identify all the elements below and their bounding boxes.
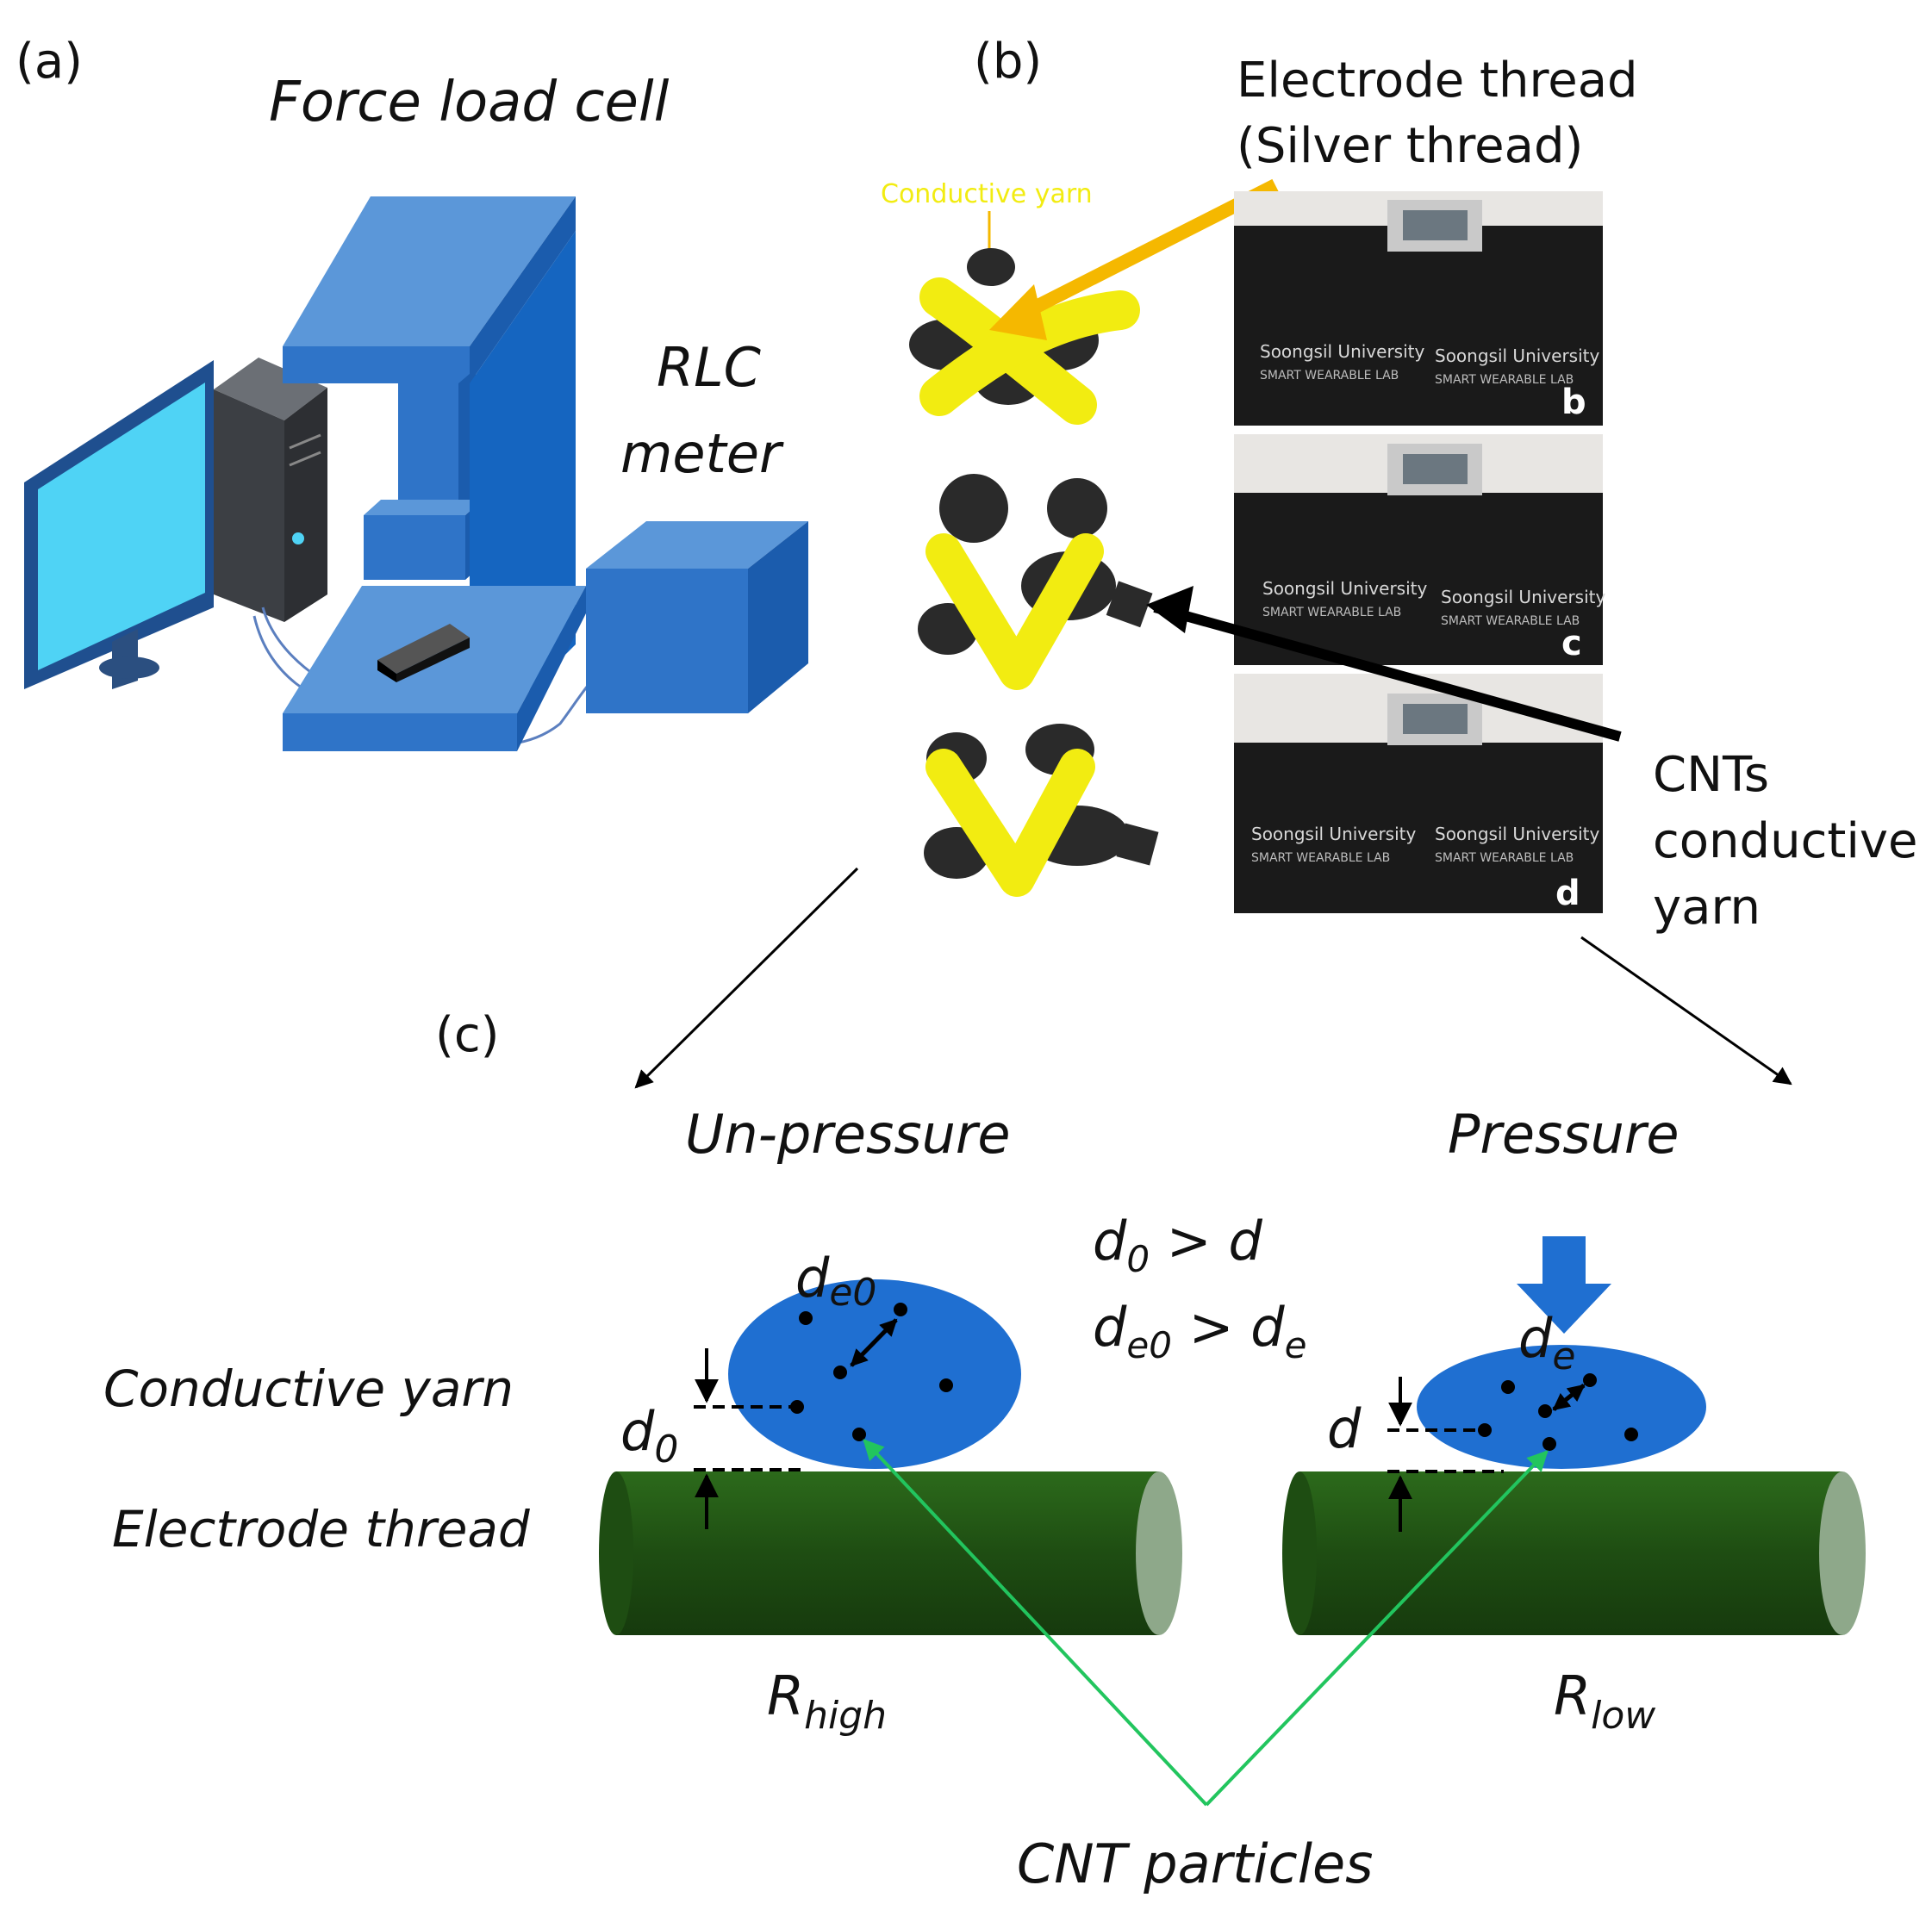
- yarn-structures: Electrode thread (Silver thread) Conduct…: [881, 53, 1638, 897]
- cnt-particle: [1583, 1373, 1597, 1387]
- d0-gap-indicator: [694, 1348, 801, 1529]
- cnt-particles-label: CNT particles: [1017, 1832, 1373, 1895]
- sample-photo: Soongsil University SMART WEARABLE LAB S…: [1234, 674, 1603, 913]
- test-setup-illustration: Force load cell RLC meter: [24, 71, 808, 751]
- force-load-cell-label: Force load cell: [269, 71, 670, 134]
- electrode-arrow: [1009, 178, 1279, 326]
- cnt-particle: [833, 1366, 847, 1379]
- r-low-label: Rlow: [1554, 1664, 1656, 1738]
- photo-label-b: b: [1561, 383, 1586, 422]
- silver-thread-label: (Silver thread): [1237, 118, 1583, 174]
- conductive-yarn-uncompressed: [728, 1279, 1021, 1469]
- cnt-particle: [1542, 1437, 1556, 1451]
- de-distance-arrow: [1552, 1384, 1586, 1411]
- yarn-model-v-loose: [918, 474, 1153, 690]
- cnt-label-line3: yarn: [1653, 880, 1761, 936]
- panel-label-c: (c): [435, 1007, 499, 1063]
- sample-photo: Soongsil University SMART WEARABLE LAB S…: [1234, 434, 1605, 665]
- yarn-model-crossed: [909, 248, 1140, 425]
- cnt-particles-arrow-right: [1205, 1450, 1549, 1807]
- relation-d0-gt-d: d0 > d: [1093, 1210, 1262, 1280]
- conductive-yarn-small-label: Conductive yarn: [881, 179, 1093, 209]
- relation-de0-gt-de: de0 > de: [1093, 1296, 1307, 1366]
- cnt-particle: [790, 1400, 804, 1414]
- meter-label: meter: [620, 422, 784, 485]
- panel-label-a: (a): [16, 34, 83, 90]
- panel-label-b: (b): [974, 34, 1042, 90]
- cnt-yarn-arrow: [1153, 602, 1622, 742]
- electrode-thread-right: [1282, 1471, 1866, 1635]
- electrode-thread-left: [599, 1471, 1182, 1635]
- transition-arrow-right: [1580, 936, 1792, 1086]
- sample-photos: Soongsil University SMART WEARABLE LAB S…: [1234, 191, 1605, 913]
- svg-text:SMART WEARABLE LAB: SMART WEARABLE LAB: [1435, 373, 1574, 387]
- photo-label-d: d: [1555, 874, 1580, 913]
- electrode-thread-label: Electrode thread: [1237, 53, 1638, 109]
- cnt-particle: [894, 1303, 907, 1316]
- cnt-yarn-arrow-head: [1146, 586, 1193, 633]
- computer-tower-icon: [214, 358, 327, 622]
- electrode-arrow-head: [989, 284, 1047, 340]
- pressure-down-arrow: [1517, 1236, 1611, 1334]
- cnt-particle: [799, 1311, 813, 1325]
- svg-text:Soongsil University: Soongsil University: [1262, 578, 1427, 599]
- svg-text:Soongsil University: Soongsil University: [1435, 824, 1599, 844]
- svg-text:SMART WEARABLE LAB: SMART WEARABLE LAB: [1441, 614, 1580, 628]
- svg-text:Soongsil University: Soongsil University: [1435, 345, 1599, 366]
- de0-label: de0: [795, 1247, 876, 1315]
- cnt-particle: [852, 1428, 866, 1441]
- yarn-model-v-compressed: [924, 724, 1159, 897]
- d-label: d: [1327, 1397, 1362, 1460]
- cnt-particle: [1478, 1423, 1492, 1437]
- cnt-particle: [1538, 1404, 1552, 1418]
- cnt-particles-arrow-left: [863, 1439, 1208, 1807]
- un-pressure-title: Un-pressure: [685, 1103, 1011, 1166]
- cnt-particle: [1624, 1428, 1638, 1441]
- cnt-particle: [1501, 1380, 1515, 1394]
- rlc-meter-icon: [586, 521, 808, 713]
- rlc-label: RLC: [657, 336, 762, 399]
- electrode-thread-side-label: Electrode thread: [112, 1500, 531, 1558]
- r-high-label: Rhigh: [767, 1664, 887, 1738]
- d-gap-indicator: [1387, 1377, 1504, 1532]
- cnt-label-line1: CNTs: [1653, 747, 1769, 803]
- conductive-yarn-compressed: [1417, 1345, 1706, 1469]
- svg-text:SMART WEARABLE LAB: SMART WEARABLE LAB: [1262, 606, 1401, 619]
- force-load-cell-icon: [283, 196, 586, 751]
- sample-photo: Soongsil University SMART WEARABLE LAB S…: [1234, 191, 1603, 426]
- svg-text:SMART WEARABLE LAB: SMART WEARABLE LAB: [1260, 369, 1399, 383]
- transition-arrow-left: [634, 867, 859, 1089]
- computer-monitor-icon: [24, 360, 214, 689]
- de0-distance-arrow: [850, 1318, 898, 1367]
- conductive-yarn-label: Conductive yarn: [103, 1359, 514, 1418]
- pressure-title: Pressure: [1448, 1103, 1680, 1166]
- svg-text:SMART WEARABLE LAB: SMART WEARABLE LAB: [1435, 851, 1574, 865]
- photo-label-c: c: [1561, 624, 1582, 663]
- de-label: de: [1518, 1307, 1575, 1378]
- svg-text:SMART WEARABLE LAB: SMART WEARABLE LAB: [1251, 851, 1390, 865]
- svg-text:Soongsil University: Soongsil University: [1251, 824, 1416, 844]
- cnt-particle: [939, 1378, 953, 1392]
- svg-text:Soongsil University: Soongsil University: [1260, 341, 1424, 362]
- svg-text:Soongsil University: Soongsil University: [1441, 587, 1605, 607]
- d0-label: d0: [620, 1400, 678, 1471]
- cnt-label-line2: conductive: [1653, 813, 1917, 869]
